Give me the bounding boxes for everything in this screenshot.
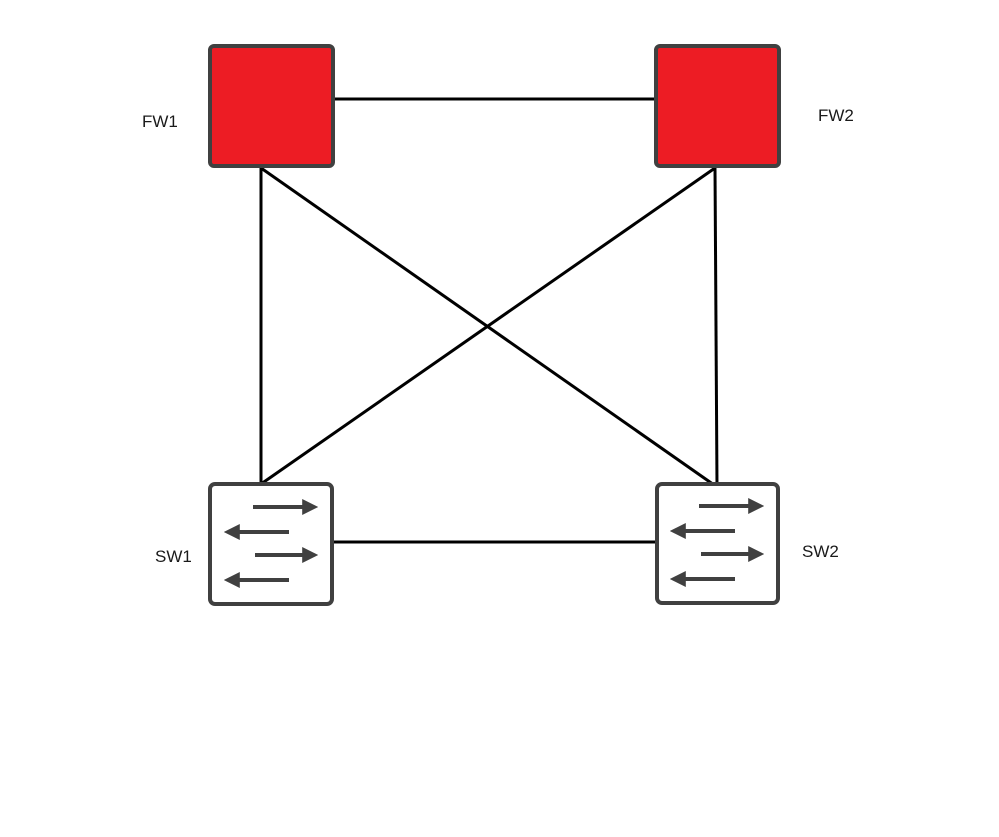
link-fw1-sw2: [260, 166, 718, 489]
switch-body: [655, 482, 780, 605]
links-layer: [259, 97, 719, 544]
node-label-fw2: FW2: [818, 106, 854, 125]
switch-body: [208, 482, 334, 606]
node-fw2[interactable]: [654, 44, 781, 168]
node-fw1[interactable]: [208, 44, 335, 168]
firewall-icon: [208, 44, 335, 168]
switch-arrows-icon: [223, 499, 319, 588]
firewall-icon: [654, 44, 781, 168]
node-sw2[interactable]: [655, 482, 780, 605]
link-fw2-sw2: [713, 167, 719, 488]
link-fw2-sw1: [260, 166, 716, 486]
node-sw1[interactable]: [208, 482, 334, 606]
switch-arrows-icon: [669, 498, 765, 587]
node-label-fw1: FW1: [142, 112, 178, 131]
node-label-sw2: SW2: [802, 542, 839, 561]
node-label-sw1: SW1: [155, 547, 192, 566]
